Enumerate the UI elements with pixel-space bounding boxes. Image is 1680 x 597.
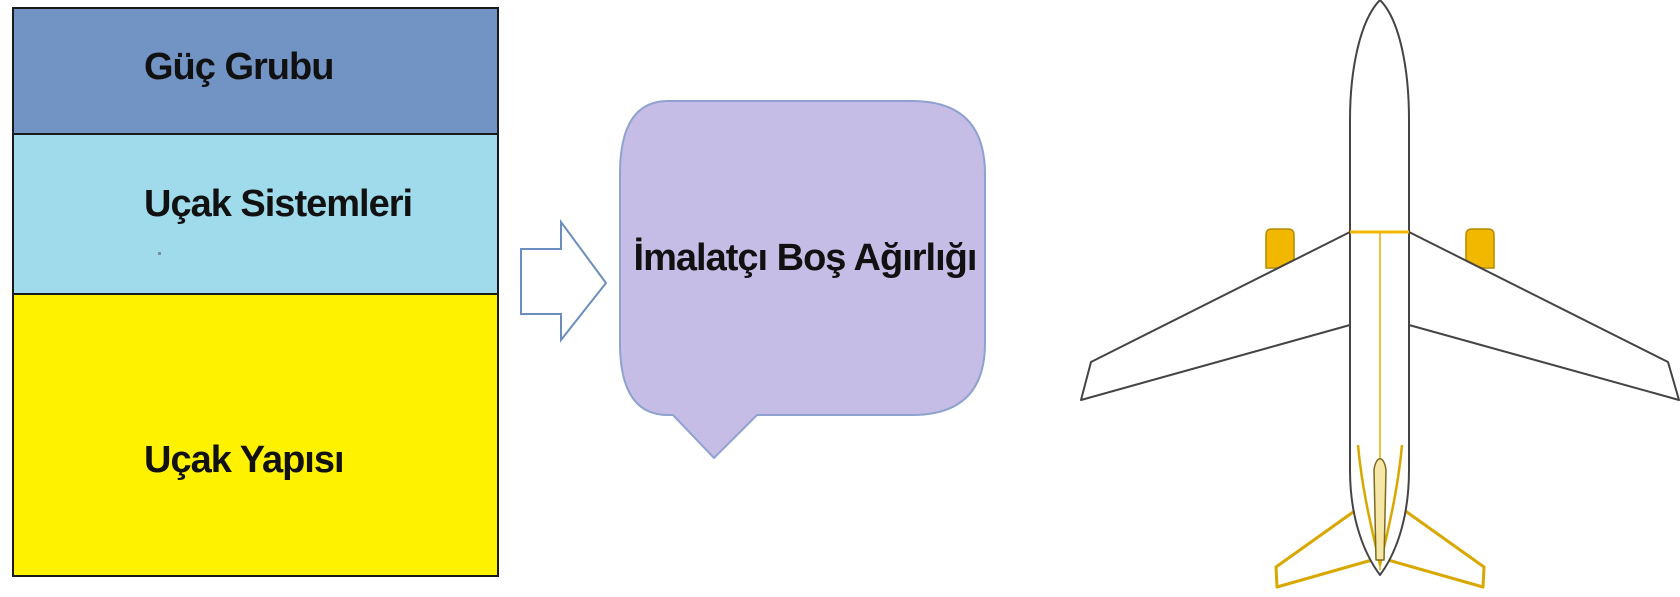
power-group-label: Güç Grubu xyxy=(144,45,334,88)
power-group-layer: Güç Grubu xyxy=(14,9,497,133)
airplane-top-view-icon xyxy=(1080,0,1680,589)
right-wing xyxy=(1408,231,1680,401)
aircraft-systems-layer: Uçak Sistemleri xyxy=(14,133,497,293)
callout-bubble xyxy=(619,100,986,460)
aircraft-structure-label: Uçak Yapısı xyxy=(144,438,345,481)
stray-dot xyxy=(158,252,161,255)
left-engine xyxy=(1265,228,1295,269)
weight-component-stack: Güç Grubu Uçak Sistemleri Uçak Yapısı xyxy=(12,7,499,577)
manufacturer-empty-weight-label: İmalatçı Boş Ağırlığı xyxy=(633,237,978,279)
tail-fin xyxy=(1373,458,1387,561)
aircraft-systems-label: Uçak Sistemleri xyxy=(144,183,413,225)
right-arrow-icon xyxy=(520,218,608,343)
aircraft-structure-layer: Uçak Yapısı xyxy=(14,293,497,575)
right-engine xyxy=(1465,228,1495,269)
left-wing xyxy=(1080,231,1351,401)
tail-structure xyxy=(1356,444,1404,567)
